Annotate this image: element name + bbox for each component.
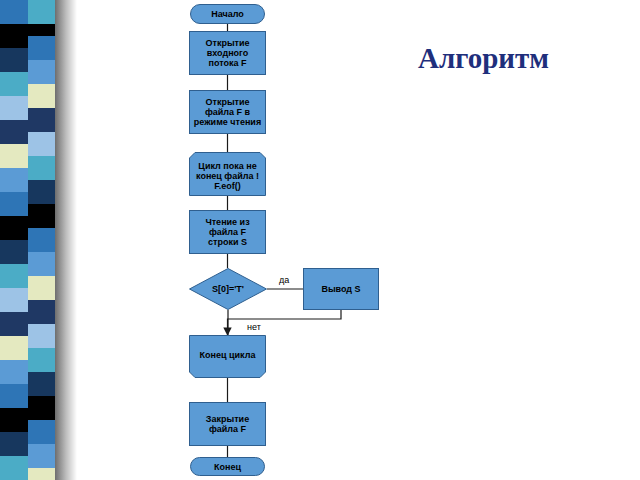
edge-label: нет — [246, 322, 262, 332]
slide-title: Алгоритм — [418, 42, 549, 75]
stripe-block — [0, 48, 28, 72]
stripe-block — [28, 444, 55, 468]
process-box: Открытие входного потока F — [189, 31, 266, 75]
edge-label: да — [278, 275, 290, 285]
flow-connector — [227, 196, 228, 210]
node-body: S[0]='T' — [189, 268, 267, 310]
gradient-band — [55, 0, 77, 480]
stripe-block — [28, 132, 55, 156]
stripe-block — [0, 96, 28, 120]
node-text: S[0]='T' — [212, 284, 244, 294]
node-body: Открытие файла F в режиме чтения — [190, 91, 265, 133]
flow-connector — [227, 446, 228, 457]
loop-start: Цикл пока не конец файла ! F.eof() — [189, 152, 266, 196]
flow-connector — [227, 134, 228, 152]
loop-end: Конец цикла — [189, 335, 266, 378]
stripe-block — [28, 396, 55, 420]
terminator: Конец — [190, 457, 265, 476]
node-body: Открытие входного потока F — [190, 32, 265, 74]
stripe-block — [0, 144, 28, 168]
node-body: Чтение из файла F строки S — [190, 211, 265, 253]
decision-diamond: S[0]='T' — [189, 268, 267, 310]
stripe-blocks — [0, 0, 55, 480]
node-text: Открытие входного потока F — [193, 38, 262, 68]
node-text: Открытие файла F в режиме чтения — [193, 97, 262, 127]
decorative-stripe — [0, 0, 80, 480]
node-text: Вывод S — [321, 284, 360, 294]
stripe-block — [28, 468, 55, 480]
stripe-block — [0, 72, 28, 96]
stripe-block — [28, 204, 55, 228]
stripe-block — [0, 120, 28, 144]
node-text: Конец — [214, 462, 241, 472]
terminator: Начало — [190, 4, 265, 24]
stripe-block — [28, 228, 55, 252]
stripe-block — [28, 348, 55, 372]
node-text: Начало — [211, 9, 244, 19]
stripe-block — [0, 0, 28, 24]
node-text: Цикл пока не конец файла ! F.eof() — [192, 161, 263, 191]
stripe-block — [0, 312, 28, 336]
stripe-block — [0, 192, 28, 216]
flow-connector — [227, 254, 228, 268]
flow-connector — [227, 378, 228, 402]
stripe-block — [28, 156, 55, 180]
stripe-block — [0, 24, 28, 48]
node-body: Начало — [191, 5, 264, 23]
stripe-block — [0, 240, 28, 264]
stripe-block — [28, 84, 55, 108]
flow-connector — [227, 24, 228, 31]
node-text: Чтение из файла F строки S — [193, 217, 262, 247]
stripe-block — [0, 384, 28, 408]
stripe-block — [0, 432, 28, 456]
node-body: Вывод S — [304, 269, 378, 309]
node-text: Закрытие файла F — [193, 414, 262, 434]
node-body: Конец цикла — [189, 335, 266, 378]
stripe-block — [0, 408, 28, 432]
process-box: Открытие файла F в режиме чтения — [189, 90, 266, 134]
stripe-block — [28, 180, 55, 204]
process-box: Закрытие файла F — [189, 402, 266, 446]
stripe-block — [28, 36, 55, 60]
stripe-block — [28, 420, 55, 444]
flow-connector — [227, 75, 228, 90]
stripe-block — [0, 264, 28, 288]
stripe-block — [28, 0, 55, 24]
stripe-block — [28, 276, 55, 300]
node-body: Конец — [191, 458, 264, 475]
stripe-block — [28, 324, 55, 348]
stripe-block — [0, 168, 28, 192]
stripe-block — [0, 336, 28, 360]
node-body: Цикл пока не конец файла ! F.eof() — [189, 152, 266, 196]
process-box: Чтение из файла F строки S — [189, 210, 266, 254]
flow-connector — [267, 288, 303, 289]
stripe-block — [0, 456, 28, 480]
stripe-block — [28, 60, 55, 84]
stripe-block — [28, 300, 55, 324]
node-body: Закрытие файла F — [190, 403, 265, 445]
stripe-block — [28, 372, 55, 396]
stripe-block — [0, 288, 28, 312]
stripe-block — [0, 360, 28, 384]
flow-connector — [228, 310, 342, 335]
stripe-block — [28, 252, 55, 276]
process-box: Вывод S — [303, 268, 379, 310]
stripe-block — [0, 216, 28, 240]
stripe-block — [28, 108, 55, 132]
node-text: Конец цикла — [200, 350, 256, 360]
